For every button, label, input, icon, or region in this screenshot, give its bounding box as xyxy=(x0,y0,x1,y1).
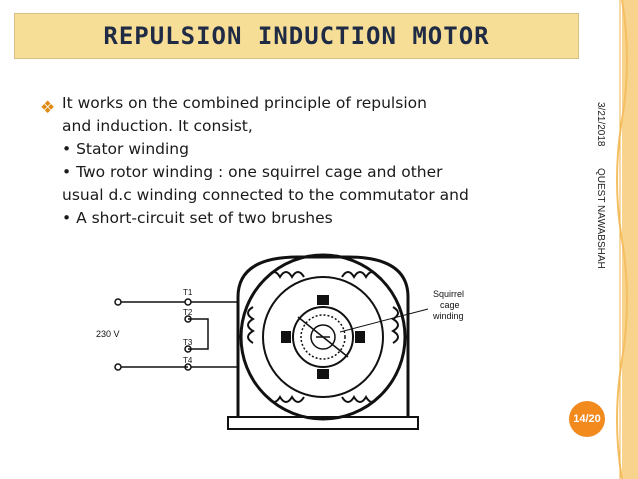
motor-base xyxy=(227,416,419,430)
stator-outer-ring xyxy=(239,253,407,421)
title-banner: REPULSION INDUCTION MOTOR xyxy=(14,13,579,59)
stator-coils xyxy=(247,271,399,403)
rotor-outer xyxy=(292,306,354,368)
right-decorative-bar xyxy=(592,0,638,479)
body-line: It works on the combined principle of re… xyxy=(62,94,427,112)
terminal-label: T1 xyxy=(183,288,193,297)
slide-body: It works on the combined principle of re… xyxy=(62,92,532,230)
terminal-label: T4 xyxy=(183,356,193,365)
motor-frame xyxy=(236,255,410,417)
callout-label: Squirrel xyxy=(433,289,464,299)
stator-inner-ring xyxy=(262,276,384,398)
motor-diagram: T1 T2 T3 T4 230 V Squirrel cage winding xyxy=(88,237,528,435)
body-line: • Stator winding xyxy=(62,140,189,158)
body-line: • A short-circuit set of two brushes xyxy=(62,209,333,227)
terminal-label: T2 xyxy=(183,308,193,317)
slide-title: REPULSION INDUCTION MOTOR xyxy=(103,22,490,50)
callout-line xyxy=(339,308,429,333)
body-line: and induction. It consist, xyxy=(62,117,253,135)
callout-label: winding xyxy=(432,311,464,321)
brush-short-circuit xyxy=(297,316,349,358)
body-line: • Two rotor winding : one squirrel cage … xyxy=(62,163,443,181)
page-number-badge: 14/20 xyxy=(569,401,605,437)
squirrel-cage-ring xyxy=(300,314,346,360)
callout-label: cage xyxy=(440,300,460,310)
bullet-icon: ❖ xyxy=(40,98,56,117)
terminal-wiring xyxy=(114,298,238,371)
institution-label: QUEST NAWABSHAH xyxy=(595,168,606,269)
terminal-label: T3 xyxy=(183,338,193,347)
commutator xyxy=(310,324,336,350)
pole-pieces xyxy=(281,295,365,379)
slide-date: 3/21/2018 xyxy=(595,102,606,147)
voltage-label: 230 V xyxy=(96,329,120,339)
body-line: usual d.c winding connected to the commu… xyxy=(62,186,469,204)
